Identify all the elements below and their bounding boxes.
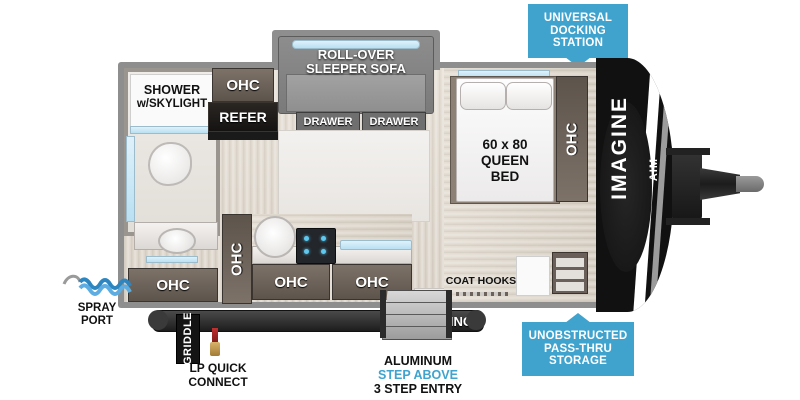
refrigerator: REFER	[208, 102, 278, 132]
cooktop	[296, 228, 336, 264]
cap-oval	[600, 102, 652, 272]
hitch-arm-upper	[700, 168, 740, 184]
lp-quick-connect-line2: CONNECT	[188, 375, 248, 389]
awning-end-cap-right	[466, 310, 486, 330]
ohc-bedroom-vertical: OHC	[556, 76, 588, 202]
step-rail-right	[446, 290, 452, 338]
bedroom-closet-door	[516, 256, 550, 296]
hitch-arm-lower	[700, 184, 740, 200]
bed-label-line1: 60 x 80	[482, 137, 528, 152]
bathroom-window	[126, 136, 135, 222]
galley-window-strip	[340, 240, 412, 250]
bed-label-line2: QUEEN	[480, 153, 529, 168]
badge-line: STORAGE	[548, 355, 608, 368]
vanity-trim	[146, 256, 198, 263]
shower-sublabel: w/SKYLIGHT	[136, 98, 208, 110]
pillow-left	[460, 82, 506, 110]
brand-imagine: IMAGINE	[608, 96, 631, 200]
hitch-coupler	[672, 150, 702, 222]
step-rail-left	[380, 290, 386, 338]
brand-aim: AIM	[648, 158, 660, 182]
spray-port-label-line1: SPRAY	[77, 302, 117, 314]
sofa-label-line2: SLEEPER SOFA	[306, 61, 406, 76]
pillow-right	[506, 82, 552, 110]
ohc-galley-left: OHC	[252, 264, 330, 300]
sofa-label-line1: ROLL-OVER	[317, 47, 395, 62]
ohc-galley-vertical: OHC	[222, 214, 252, 304]
toilet	[148, 142, 192, 186]
lp-quick-connect-line1: LP QUICK	[189, 361, 247, 375]
badge-unobstructed-pass-thru-storage: UNOBSTRUCTED PASS-THRU STORAGE	[522, 322, 634, 376]
galley-sink	[254, 216, 296, 258]
refer-shadow	[208, 132, 278, 140]
front-cap	[596, 58, 674, 312]
entry-label-line1: ALUMINUM	[383, 354, 453, 368]
spray-port-label-line2: PORT	[81, 315, 113, 327]
sofa-window	[292, 40, 420, 49]
entry-label-line2: STEP ABOVE	[378, 368, 458, 382]
lp-quick-connect-fitting	[210, 342, 220, 356]
lp-quick-connect-hose	[212, 328, 218, 344]
hitch-bracket-top	[666, 148, 710, 155]
wardrobe-shelf	[556, 258, 584, 267]
coat-hooks-rail	[456, 292, 508, 296]
bed-label-line3: BED	[490, 169, 520, 184]
entry-label-line3: 3 STEP ENTRY	[373, 382, 463, 396]
badge-universal-docking-station: UNIVERSAL DOCKING STATION	[528, 4, 628, 58]
badge-line: STATION	[552, 37, 604, 50]
living-room-floor	[278, 130, 430, 222]
ohc-above-refer: OHC	[212, 68, 274, 102]
hitch-ball-mount	[736, 176, 764, 192]
coat-hooks-label: COAT HOOKS	[445, 275, 517, 287]
spray-port-hose	[62, 274, 132, 296]
ohc-bath-lower: OHC	[128, 268, 218, 302]
drawer-left: DRAWER	[296, 112, 360, 132]
shower-label: SHOWER	[143, 83, 201, 97]
hitch-bracket-bottom	[666, 218, 710, 225]
wardrobe-shelf	[556, 270, 584, 279]
badge-line: UNOBSTRUCTED	[528, 329, 628, 342]
shower-skylight-strip	[130, 126, 214, 134]
badge-line: UNIVERSAL	[543, 11, 613, 24]
drawer-right: DRAWER	[362, 112, 426, 132]
awning-end-cap-left	[148, 310, 168, 330]
sofa-seat	[286, 74, 426, 112]
wardrobe-shelf	[556, 282, 584, 291]
aluminum-entry-steps	[382, 290, 452, 340]
bathroom-sink	[158, 228, 196, 254]
shower-pan	[130, 74, 214, 128]
griddle: GRIDDLE	[176, 313, 200, 366]
badge-line: DOCKING	[550, 24, 606, 37]
badge-line: PASS-THRU	[543, 342, 613, 355]
